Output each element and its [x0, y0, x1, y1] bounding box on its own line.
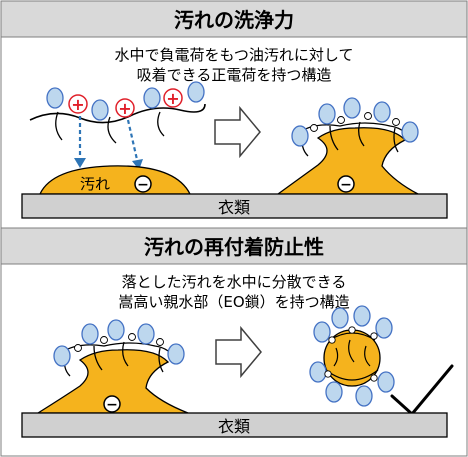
substrate-label: 衣類	[218, 198, 250, 217]
small-positive-charges	[324, 326, 378, 382]
panel2-caption-line1: 落とした汚れを水中に分散できる	[122, 273, 347, 291]
negative-charge-icon: −	[337, 175, 355, 193]
positive-charge-icon: +	[115, 98, 135, 118]
svg-text:+: +	[118, 99, 131, 118]
panel1-header	[0, 0, 468, 38]
panel1-title: 汚れの洗浄力	[174, 8, 294, 32]
dispersed-micelle	[309, 305, 395, 407]
substrate-fabric	[21, 412, 448, 438]
svg-text:+: +	[71, 95, 84, 114]
panel1-caption-line2: 吸着できる正電荷を持つ構造	[137, 66, 332, 84]
positive-charges: + + +	[68, 88, 183, 118]
svg-text:+: +	[166, 89, 179, 108]
small-positive-charges	[74, 333, 164, 352]
panel1-caption-line1: 水中で負電荷をもつ油汚れに対して	[115, 46, 354, 64]
substrate-fabric	[21, 193, 448, 219]
svg-text:−: −	[340, 177, 352, 193]
small-positive-charges	[310, 112, 400, 132]
panel2-title: 汚れの再付着防止性	[144, 235, 324, 259]
panel2-caption-line2: 嵩高い親水部（EO鎖）を持つ構造	[118, 293, 349, 311]
negative-charge-icon: −	[134, 175, 152, 193]
positive-charge-icon: +	[163, 88, 183, 108]
negative-charge-icon: −	[103, 395, 121, 413]
svg-text:−: −	[137, 177, 149, 193]
positive-charge-icon: +	[68, 94, 88, 114]
dirt-blob	[38, 165, 192, 195]
arrow-right-icon	[214, 105, 261, 159]
svg-text:−: −	[106, 397, 118, 413]
lifted-dirt-blob	[35, 349, 189, 414]
arrow-right-icon	[215, 325, 262, 379]
lifted-dirt-blob	[276, 127, 419, 195]
attraction-arrows	[74, 116, 143, 170]
checkmark-icon	[390, 364, 454, 416]
panel2-header	[0, 227, 468, 265]
substrate-label: 衣類	[218, 417, 250, 436]
dirt-label: 汚れ	[80, 175, 110, 193]
